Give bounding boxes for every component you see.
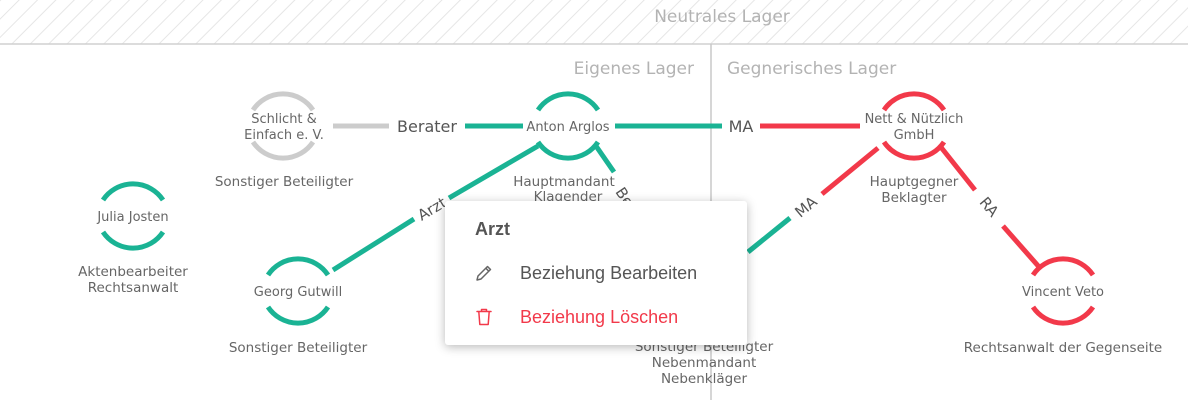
- node-role: Rechtsanwalt der Gegenseite: [964, 340, 1162, 356]
- node-ring-bottom: [1030, 305, 1096, 326]
- node-ring-bottom: [100, 230, 166, 251]
- own-zone-label: Eigenes Lager: [574, 59, 694, 79]
- edge-label-ma-diag[interactable]: MA: [791, 192, 821, 221]
- node-name-line2: Einfach e. V.: [244, 128, 324, 143]
- node-role-line1: Hauptmandant: [513, 174, 615, 190]
- node-ring-top: [265, 256, 331, 277]
- node-ring-bottom: [535, 140, 601, 161]
- node-role-line1: Hauptgegner: [870, 174, 959, 190]
- node-ring-bottom: [250, 140, 316, 161]
- edge-label-ra[interactable]: RA: [976, 194, 1003, 222]
- node-role-line3: Nebenkläger: [661, 371, 748, 387]
- node-name-line2: GmbH: [894, 128, 935, 143]
- node-ring-top: [535, 91, 601, 112]
- node-ring-top: [881, 91, 947, 112]
- node-georg-gutwill[interactable]: Georg Gutwill Sonstiger Beteiligter: [229, 256, 368, 356]
- node-name-line1: Schlicht &: [251, 112, 317, 127]
- node-name: Anton Arglos: [526, 120, 609, 135]
- neutral-zone: [0, 0, 1188, 44]
- trash-icon: [476, 308, 492, 326]
- node-nett-nuetzlich[interactable]: Nett & Nützlich GmbH Hauptgegner Beklagt…: [865, 91, 964, 206]
- node-ring-top: [100, 181, 166, 202]
- edge-arzt-lower[interactable]: [331, 216, 416, 273]
- neutral-zone-label: Neutrales Lager: [654, 7, 790, 27]
- node-role-line2: Beklagter: [881, 190, 947, 206]
- edge-ra-lower[interactable]: [1001, 224, 1042, 270]
- node-anton-arglos[interactable]: Anton Arglos Hauptmandant Klagender: [513, 91, 615, 205]
- node-hidden-behind-menu[interactable]: Sonstiger Beteiligter Nebenmandant Neben…: [635, 339, 774, 387]
- pencil-icon: [476, 265, 492, 281]
- delete-relationship-label: Beziehung Löschen: [520, 306, 679, 327]
- node-role-line2: Rechtsanwalt: [88, 280, 179, 296]
- node-schlicht-einfach[interactable]: Schlicht & Einfach e. V. Sonstiger Betei…: [215, 91, 354, 190]
- node-role-line1: Aktenbearbeiter: [78, 264, 188, 280]
- relationship-context-menu: Arzt Beziehung Bearbeiten Beziehung Lösc…: [445, 201, 747, 345]
- edit-relationship-label: Beziehung Bearbeiten: [520, 262, 698, 283]
- edge-ma-diag-opposing[interactable]: [820, 146, 880, 196]
- node-ring-bottom: [265, 305, 331, 326]
- node-name: Vincent Veto: [1022, 285, 1104, 300]
- opposing-zone-label: Gegnerisches Lager: [727, 59, 896, 79]
- delete-relationship-button[interactable]: Beziehung Löschen: [445, 297, 747, 337]
- edge-be[interactable]: [593, 144, 617, 174]
- node-role-line2: Nebenmandant: [652, 355, 757, 371]
- edge-ra-upper[interactable]: [938, 144, 977, 192]
- node-name: Georg Gutwill: [254, 285, 342, 300]
- edge-arzt-upper[interactable]: [447, 143, 540, 201]
- node-ring-top: [250, 91, 316, 112]
- node-role: Sonstiger Beteiligter: [229, 340, 368, 356]
- node-ring-top: [1030, 256, 1096, 277]
- edge-ma-diag-own[interactable]: [746, 216, 792, 254]
- edge-label-berater[interactable]: Berater: [397, 117, 457, 136]
- edit-relationship-button[interactable]: Beziehung Bearbeiten: [445, 253, 747, 293]
- node-name: Julia Josten: [96, 210, 168, 225]
- node-julia-josten[interactable]: Julia Josten Aktenbearbeiter Rechtsanwal…: [78, 181, 188, 296]
- node-role: Sonstiger Beteiligter: [215, 174, 354, 190]
- node-ring-bottom: [881, 140, 947, 161]
- node-vincent-veto[interactable]: Vincent Veto Rechtsanwalt der Gegenseite: [964, 256, 1162, 356]
- edge-label-ma-top[interactable]: MA: [729, 117, 754, 136]
- menu-title: Arzt: [475, 219, 510, 239]
- node-name-line1: Nett & Nützlich: [865, 112, 964, 127]
